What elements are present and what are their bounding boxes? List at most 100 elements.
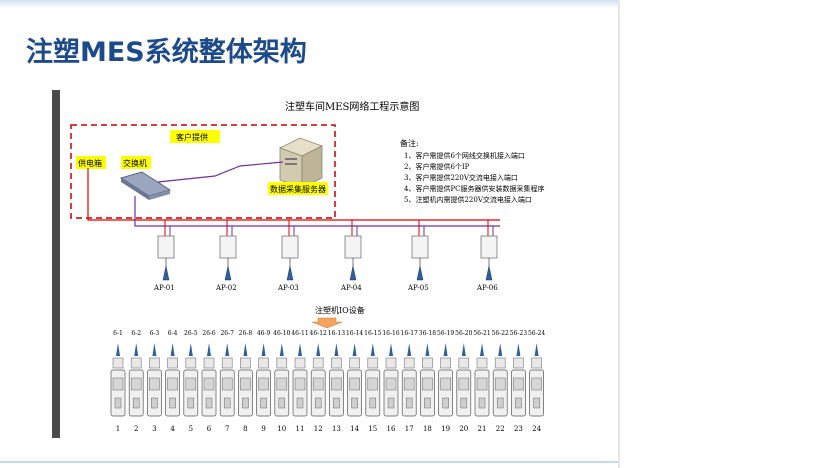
machine-panel bbox=[458, 377, 470, 391]
power-line bbox=[87, 168, 500, 221]
antenna-icon bbox=[134, 343, 139, 356]
machine-io-box bbox=[149, 357, 160, 369]
machine-top-label: 16-16 bbox=[382, 330, 399, 337]
machine-io-box bbox=[167, 357, 178, 369]
machine-number: 22 bbox=[496, 425, 505, 433]
machine-top-label: 56-20 bbox=[455, 330, 472, 337]
ap-box bbox=[411, 235, 429, 259]
machine-io-box bbox=[112, 357, 124, 369]
machine-body bbox=[329, 369, 344, 417]
machine-top-label: 26-5 bbox=[184, 330, 198, 337]
antenna-icon bbox=[516, 343, 521, 356]
machine-panel bbox=[294, 377, 306, 391]
machine-number: 20 bbox=[459, 425, 468, 433]
customer-provided-box bbox=[70, 124, 336, 219]
machine-number: 17 bbox=[405, 425, 414, 433]
ap-label: AP-03 bbox=[277, 284, 299, 292]
machine-door bbox=[260, 397, 267, 409]
slide-bottom-line bbox=[0, 461, 620, 463]
machine-body bbox=[201, 369, 217, 417]
injection-machine: 56-19 19 bbox=[437, 330, 454, 433]
machine-io-box bbox=[349, 357, 360, 369]
machine-door bbox=[187, 397, 195, 409]
machine-door bbox=[296, 397, 304, 409]
machine-top-label: 46-12 bbox=[310, 330, 327, 337]
device-group-label: 注塑机IO设备 bbox=[315, 305, 365, 315]
note-item: 4、客户需提供PC服务器供安装数据采集程序 bbox=[404, 184, 545, 193]
switch-server-link bbox=[157, 161, 284, 183]
machine-number: 23 bbox=[514, 425, 523, 433]
machine-panel bbox=[149, 377, 160, 391]
machine-body bbox=[147, 369, 162, 417]
antenna-icon bbox=[286, 265, 294, 281]
slide-right-edge bbox=[618, 0, 620, 468]
injection-machines: 6-116-226-336-4426-5526-6626-7726-8846-9… bbox=[110, 330, 545, 433]
machine-body bbox=[456, 369, 472, 417]
antenna-icon bbox=[389, 343, 393, 356]
machine-panel bbox=[130, 377, 142, 391]
machine-door bbox=[369, 397, 377, 409]
machine-panel bbox=[167, 377, 178, 391]
machine-number: 24 bbox=[532, 425, 541, 433]
antenna-icon bbox=[207, 343, 211, 356]
ap-label: AP-04 bbox=[340, 284, 362, 292]
machine-panel bbox=[476, 377, 488, 391]
machine-io-box bbox=[422, 357, 433, 369]
antenna-icon bbox=[425, 343, 430, 356]
antenna-icon bbox=[480, 343, 484, 356]
machine-door bbox=[405, 397, 413, 409]
antenna-icon bbox=[349, 265, 357, 281]
network-diagram: 注塑车间MES网络工程示意图 客户提供 供电箱 交换机 数据采集服务器 bbox=[70, 100, 545, 433]
machine-top-label: 6-1 bbox=[113, 330, 123, 337]
diagram-left-bar bbox=[52, 90, 60, 438]
antenna-icon bbox=[498, 343, 503, 356]
trunk-lines bbox=[87, 168, 500, 236]
machine-body bbox=[347, 369, 362, 417]
machine-door bbox=[151, 397, 158, 409]
diagram-title: 注塑车间MES网络工程示意图 bbox=[285, 100, 419, 113]
machine-top-label: 26-8 bbox=[239, 330, 253, 337]
antenna-icon bbox=[162, 265, 170, 281]
antenna-icon bbox=[170, 343, 175, 356]
ap-box bbox=[480, 235, 498, 259]
machine-panel bbox=[112, 377, 124, 391]
machine-body bbox=[420, 369, 435, 417]
antenna-icon bbox=[316, 343, 321, 356]
switch-label-bg bbox=[121, 156, 151, 169]
ap-label: AP-05 bbox=[407, 284, 429, 292]
antenna-icon bbox=[370, 343, 375, 356]
machine-io-box bbox=[294, 357, 306, 369]
injection-machine: 26-88 bbox=[238, 330, 253, 433]
slide-title: 注塑MES系统整体架构 bbox=[26, 37, 307, 68]
machine-door bbox=[515, 397, 522, 409]
injection-machine: 26-55 bbox=[183, 330, 199, 433]
ap-box bbox=[344, 235, 362, 259]
customer-label-bg bbox=[170, 130, 220, 143]
access-point: AP-05 bbox=[407, 235, 429, 292]
machine-io-box bbox=[458, 357, 470, 369]
switch-icon bbox=[119, 171, 172, 200]
machine-number: 19 bbox=[441, 425, 450, 433]
machine-panel bbox=[349, 377, 360, 391]
ap-label: AP-06 bbox=[476, 284, 498, 292]
machine-door bbox=[114, 397, 122, 409]
injection-machine: 6-22 bbox=[128, 330, 144, 433]
machine-body bbox=[274, 369, 290, 417]
machine-number: 14 bbox=[350, 425, 359, 433]
machine-body bbox=[183, 369, 199, 417]
machine-io-box bbox=[331, 357, 342, 369]
machine-number: 1 bbox=[116, 425, 120, 433]
machine-io-box bbox=[276, 357, 288, 369]
machine-number: 2 bbox=[134, 425, 138, 433]
machine-io-box bbox=[130, 357, 142, 369]
antenna-icon bbox=[225, 343, 230, 356]
machine-door bbox=[478, 397, 486, 409]
machine-top-label: 56-19 bbox=[437, 330, 454, 337]
